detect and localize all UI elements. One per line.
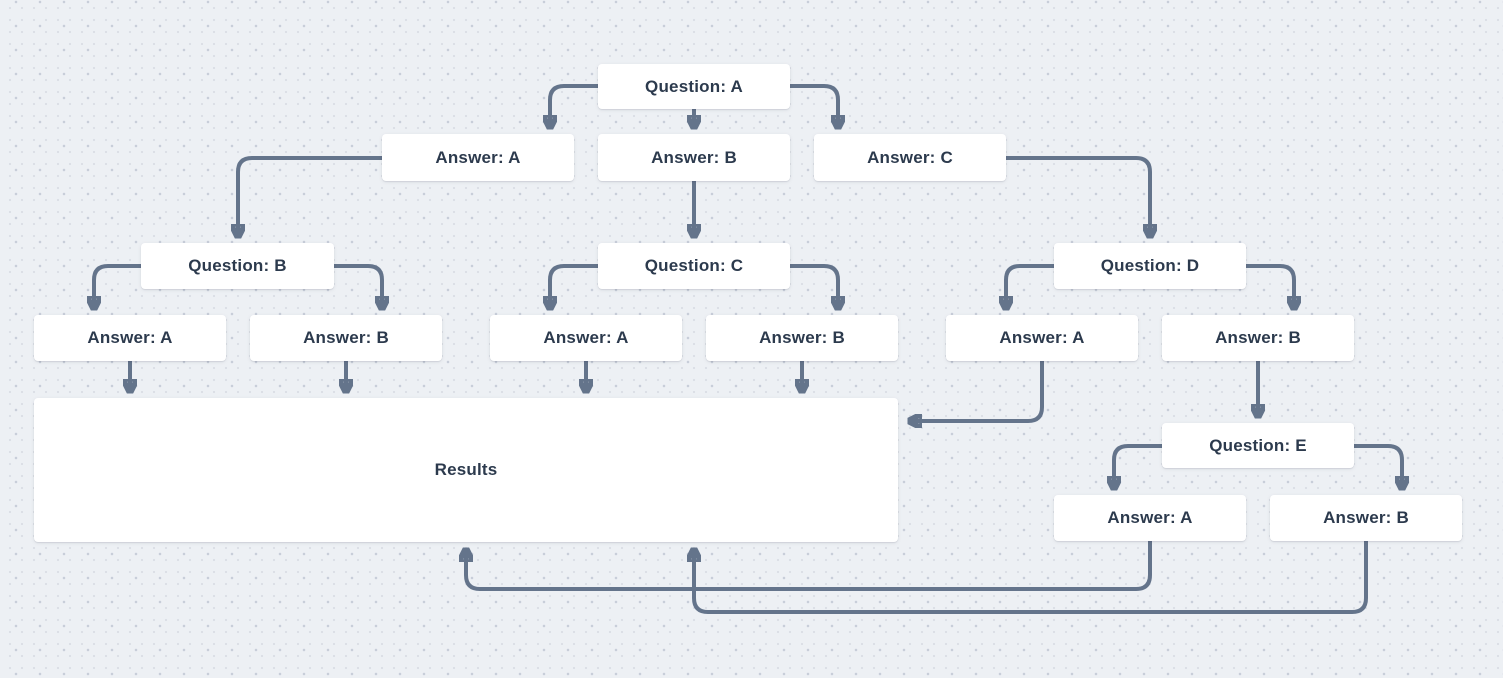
node-qa-answer-a[interactable]: Answer: A <box>382 134 574 181</box>
connector-question-c-answer-a[interactable] <box>550 264 598 306</box>
connector-question-b-answer-a[interactable] <box>94 264 141 306</box>
node-question-a[interactable]: Question: A <box>598 64 790 109</box>
node-results[interactable]: Results <box>34 398 898 542</box>
connector-question-d-answer-b[interactable] <box>1246 264 1294 306</box>
node-qc-answer-b[interactable]: Answer: B <box>706 315 898 361</box>
connector-question-b-answer-b[interactable] <box>334 264 382 306</box>
node-qd-answer-a[interactable]: Answer: A <box>946 315 1138 361</box>
connector-question-e-answer-b[interactable] <box>1354 444 1402 486</box>
connector-question-a-answer-a[interactable] <box>550 84 598 125</box>
connector-qe-answer-b-results[interactable] <box>694 541 1368 614</box>
connector-question-a-answer-c[interactable] <box>790 84 838 125</box>
node-qa-answer-b[interactable]: Answer: B <box>598 134 790 181</box>
node-question-e[interactable]: Question: E <box>1162 423 1354 468</box>
node-qe-answer-a[interactable]: Answer: A <box>1054 495 1246 541</box>
node-question-d[interactable]: Question: D <box>1054 243 1246 289</box>
connector-question-c-answer-b[interactable] <box>790 264 838 306</box>
connector-question-e-answer-a[interactable] <box>1114 444 1162 486</box>
node-question-c[interactable]: Question: C <box>598 243 790 289</box>
connector-qd-answer-a-results[interactable] <box>912 361 1044 421</box>
node-question-b[interactable]: Question: B <box>141 243 334 289</box>
connector-qe-answer-a-results[interactable] <box>466 541 1152 591</box>
node-qb-answer-a[interactable]: Answer: A <box>34 315 226 361</box>
node-qa-answer-c[interactable]: Answer: C <box>814 134 1006 181</box>
connector-question-d-answer-a[interactable] <box>1006 264 1054 306</box>
node-qb-answer-b[interactable]: Answer: B <box>250 315 442 361</box>
connector-answer-c-question-d[interactable] <box>1006 156 1150 234</box>
node-qc-answer-a[interactable]: Answer: A <box>490 315 682 361</box>
node-qd-answer-b[interactable]: Answer: B <box>1162 315 1354 361</box>
connector-answer-a-question-b[interactable] <box>238 156 382 234</box>
node-qe-answer-b[interactable]: Answer: B <box>1270 495 1462 541</box>
